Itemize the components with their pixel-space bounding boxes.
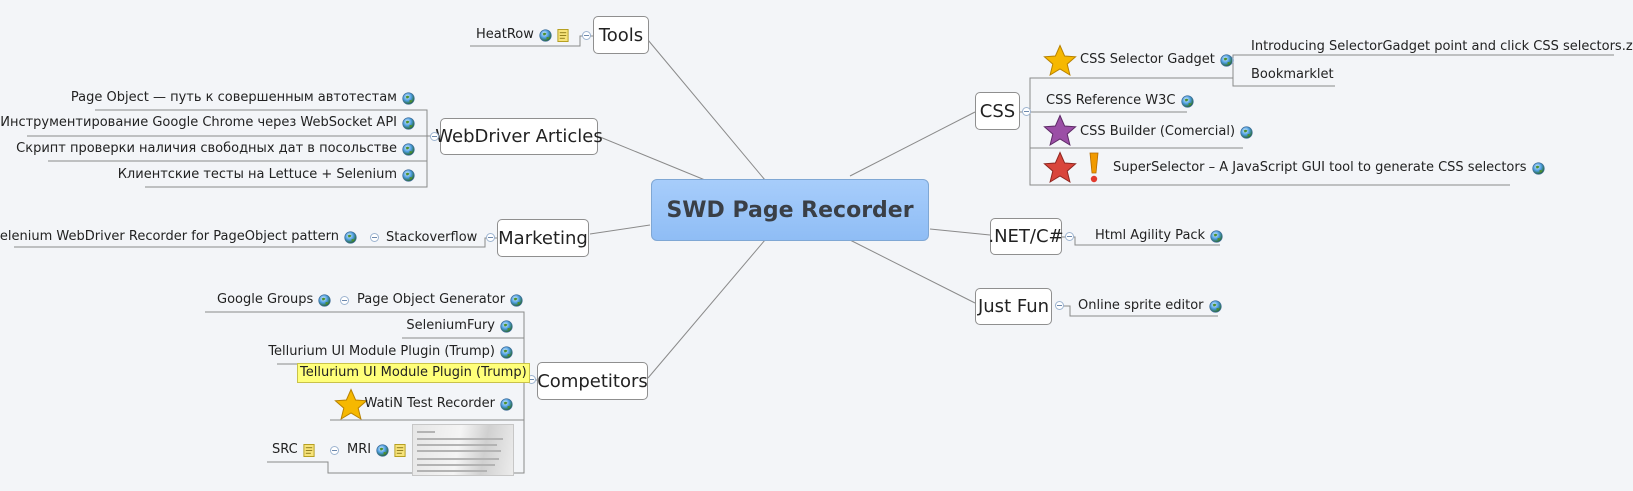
leaf-stackoverflow-label: Stackoverflow [386,230,478,245]
leaf-seleniumfury[interactable]: SeleniumFury [406,317,513,335]
branch-dotnet-label: .NET/C# [988,226,1064,247]
leaf-embassy-script-article-label: Скрипт проверки наличия свободных дат в … [16,141,397,156]
note-icon[interactable] [303,443,315,457]
collapse-toggle-css[interactable] [1022,107,1031,116]
globe-icon[interactable] [318,293,331,307]
leaf-page-object-generator[interactable]: Page Object Generator [357,291,523,309]
leaf-mri-label: MRI [347,442,372,457]
leaf-tellurium-plugin-label: Tellurium UI Module Plugin (Trump) [268,344,495,359]
collapse-toggle-stackoverflow[interactable] [370,233,379,242]
exclamation-icon [1089,152,1099,183]
leaf-lettuce-selenium-article-label: Клиентские тесты на Lettuce + Selenium [117,167,397,182]
leaf-online-sprite-editor[interactable]: Online sprite editor [1078,297,1222,315]
globe-icon[interactable] [402,116,415,130]
star-icon [1043,44,1077,77]
globe-icon[interactable] [376,443,389,457]
leaf-heatrow[interactable]: HeatRow [476,26,569,44]
branch-competitors-label: Competitors [537,370,648,392]
leaf-css-reference-w3c-label: CSS Reference W3C [1046,93,1176,108]
branch-webdriver-articles[interactable]: WebDriver Articles [435,118,603,155]
star-icon [1043,151,1077,184]
branch-marketing[interactable]: Marketing [497,219,589,257]
leaf-mri[interactable]: MRI [347,441,406,459]
leaf-google-groups-label: Google Groups [217,292,314,307]
globe-icon[interactable] [1208,299,1222,313]
collapse-toggle-page-object-generator[interactable] [340,296,349,305]
collapse-toggle-tools[interactable] [582,31,591,40]
leaf-page-object-generator-label: Page Object Generator [357,292,506,307]
leaf-swd-recorder-post-label: Selenium WebDriver Recorder for PageObje… [0,229,339,244]
leaf-page-object-article-label: Page Object — путь к совершенным автотес… [70,90,397,105]
leaf-tellurium-plugin-highlighted[interactable]: Tellurium UI Module Plugin (Trump) [297,363,530,383]
leaf-src-label: SRC [272,442,298,457]
globe-icon[interactable] [344,230,357,244]
branch-marketing-label: Marketing [498,227,588,249]
globe-icon[interactable] [1240,125,1253,139]
leaf-bookmarklet-label: Bookmarklet [1251,67,1334,82]
leaf-swd-recorder-post[interactable]: Selenium WebDriver Recorder for PageObje… [0,228,357,246]
globe-icon[interactable] [1210,229,1223,243]
branch-tools-label: Tools [598,24,644,46]
branch-just-fun[interactable]: Just Fun [975,288,1052,325]
branch-webdriver-articles-label: WebDriver Articles [435,126,603,147]
collapse-toggle-just-fun[interactable] [1055,301,1064,310]
leaf-css-builder-label: CSS Builder (Comercial) [1080,124,1236,139]
branch-just-fun-label: Just Fun [977,296,1050,317]
leaf-online-sprite-editor-label: Online sprite editor [1078,298,1204,313]
leaf-selectorgadget-zip-label: Introducing SelectorGadget point and cli… [1251,39,1633,54]
leaf-html-agility-pack[interactable]: Html Agility Pack [1095,227,1223,245]
leaf-src[interactable]: SRC [272,441,315,459]
globe-icon[interactable] [402,91,415,105]
leaf-tellurium-plugin-highlighted-label: Tellurium UI Module Plugin (Trump) [297,363,530,383]
globe-icon[interactable] [539,28,552,42]
leaf-css-selector-gadget[interactable]: CSS Selector Gadget [1080,51,1233,69]
leaf-css-selector-gadget-label: CSS Selector Gadget [1080,52,1215,67]
leaf-html-agility-pack-label: Html Agility Pack [1095,228,1206,243]
globe-icon[interactable] [510,293,523,307]
collapse-toggle-marketing[interactable] [486,233,495,242]
leaf-watin-recorder-label: WatiN Test Recorder [364,396,495,411]
collapse-toggle-dotnet[interactable] [1065,232,1074,241]
central-topic[interactable]: SWD Page Recorder [651,179,929,241]
leaf-superselector[interactable]: SuperSelector – A JavaScript GUI tool to… [1113,159,1545,177]
globe-icon[interactable] [500,397,513,411]
leaf-lettuce-selenium-article[interactable]: Клиентские тесты на Lettuce + Selenium [118,166,415,184]
collapse-toggle-mri[interactable] [330,446,339,455]
globe-icon[interactable] [1220,53,1233,67]
globe-icon[interactable] [1180,94,1194,108]
branch-css[interactable]: CSS [975,92,1020,130]
leaf-superselector-label: SuperSelector – A JavaScript GUI tool to… [1113,160,1527,175]
leaf-stackoverflow[interactable]: Stackoverflow [386,229,477,247]
branch-tools[interactable]: Tools [593,16,649,54]
leaf-embassy-script-article[interactable]: Скрипт проверки наличия свободных дат в … [16,140,415,158]
leaf-seleniumfury-label: SeleniumFury [406,318,495,333]
leaf-chrome-websocket-article-label: Инструментирование Google Chrome через W… [0,115,397,130]
branch-competitors[interactable]: Competitors [537,362,648,400]
branch-dotnet[interactable]: .NET/C# [988,218,1064,255]
leaf-css-builder[interactable]: CSS Builder (Comercial) [1080,123,1253,141]
globe-icon[interactable] [402,168,415,182]
branch-css-label: CSS [979,100,1016,122]
leaf-selectorgadget-zip[interactable]: Introducing SelectorGadget point and cli… [1251,38,1633,56]
star-icon [1043,114,1077,147]
leaf-chrome-websocket-article[interactable]: Инструментирование Google Chrome через W… [0,114,415,132]
globe-icon[interactable] [402,142,415,156]
leaf-tellurium-plugin[interactable]: Tellurium UI Module Plugin (Trump) [268,343,513,361]
note-icon[interactable] [394,443,406,457]
star-icon [334,388,368,421]
globe-icon[interactable] [1531,161,1545,175]
leaf-bookmarklet[interactable]: Bookmarklet [1251,66,1334,84]
globe-icon[interactable] [500,319,513,333]
leaf-google-groups[interactable]: Google Groups [217,291,331,309]
mri-screenshot-thumbnail[interactable] [412,424,514,476]
collapse-toggle-webdriver[interactable] [430,132,439,141]
leaf-heatrow-label: HeatRow [476,27,534,42]
note-icon[interactable] [557,28,569,42]
leaf-page-object-article[interactable]: Page Object — путь к совершенным автотес… [71,89,415,107]
globe-icon[interactable] [500,345,513,359]
leaf-watin-recorder[interactable]: WatiN Test Recorder [364,395,513,413]
central-topic-title: SWD Page Recorder [666,197,914,223]
leaf-css-reference-w3c[interactable]: CSS Reference W3C [1046,92,1194,110]
